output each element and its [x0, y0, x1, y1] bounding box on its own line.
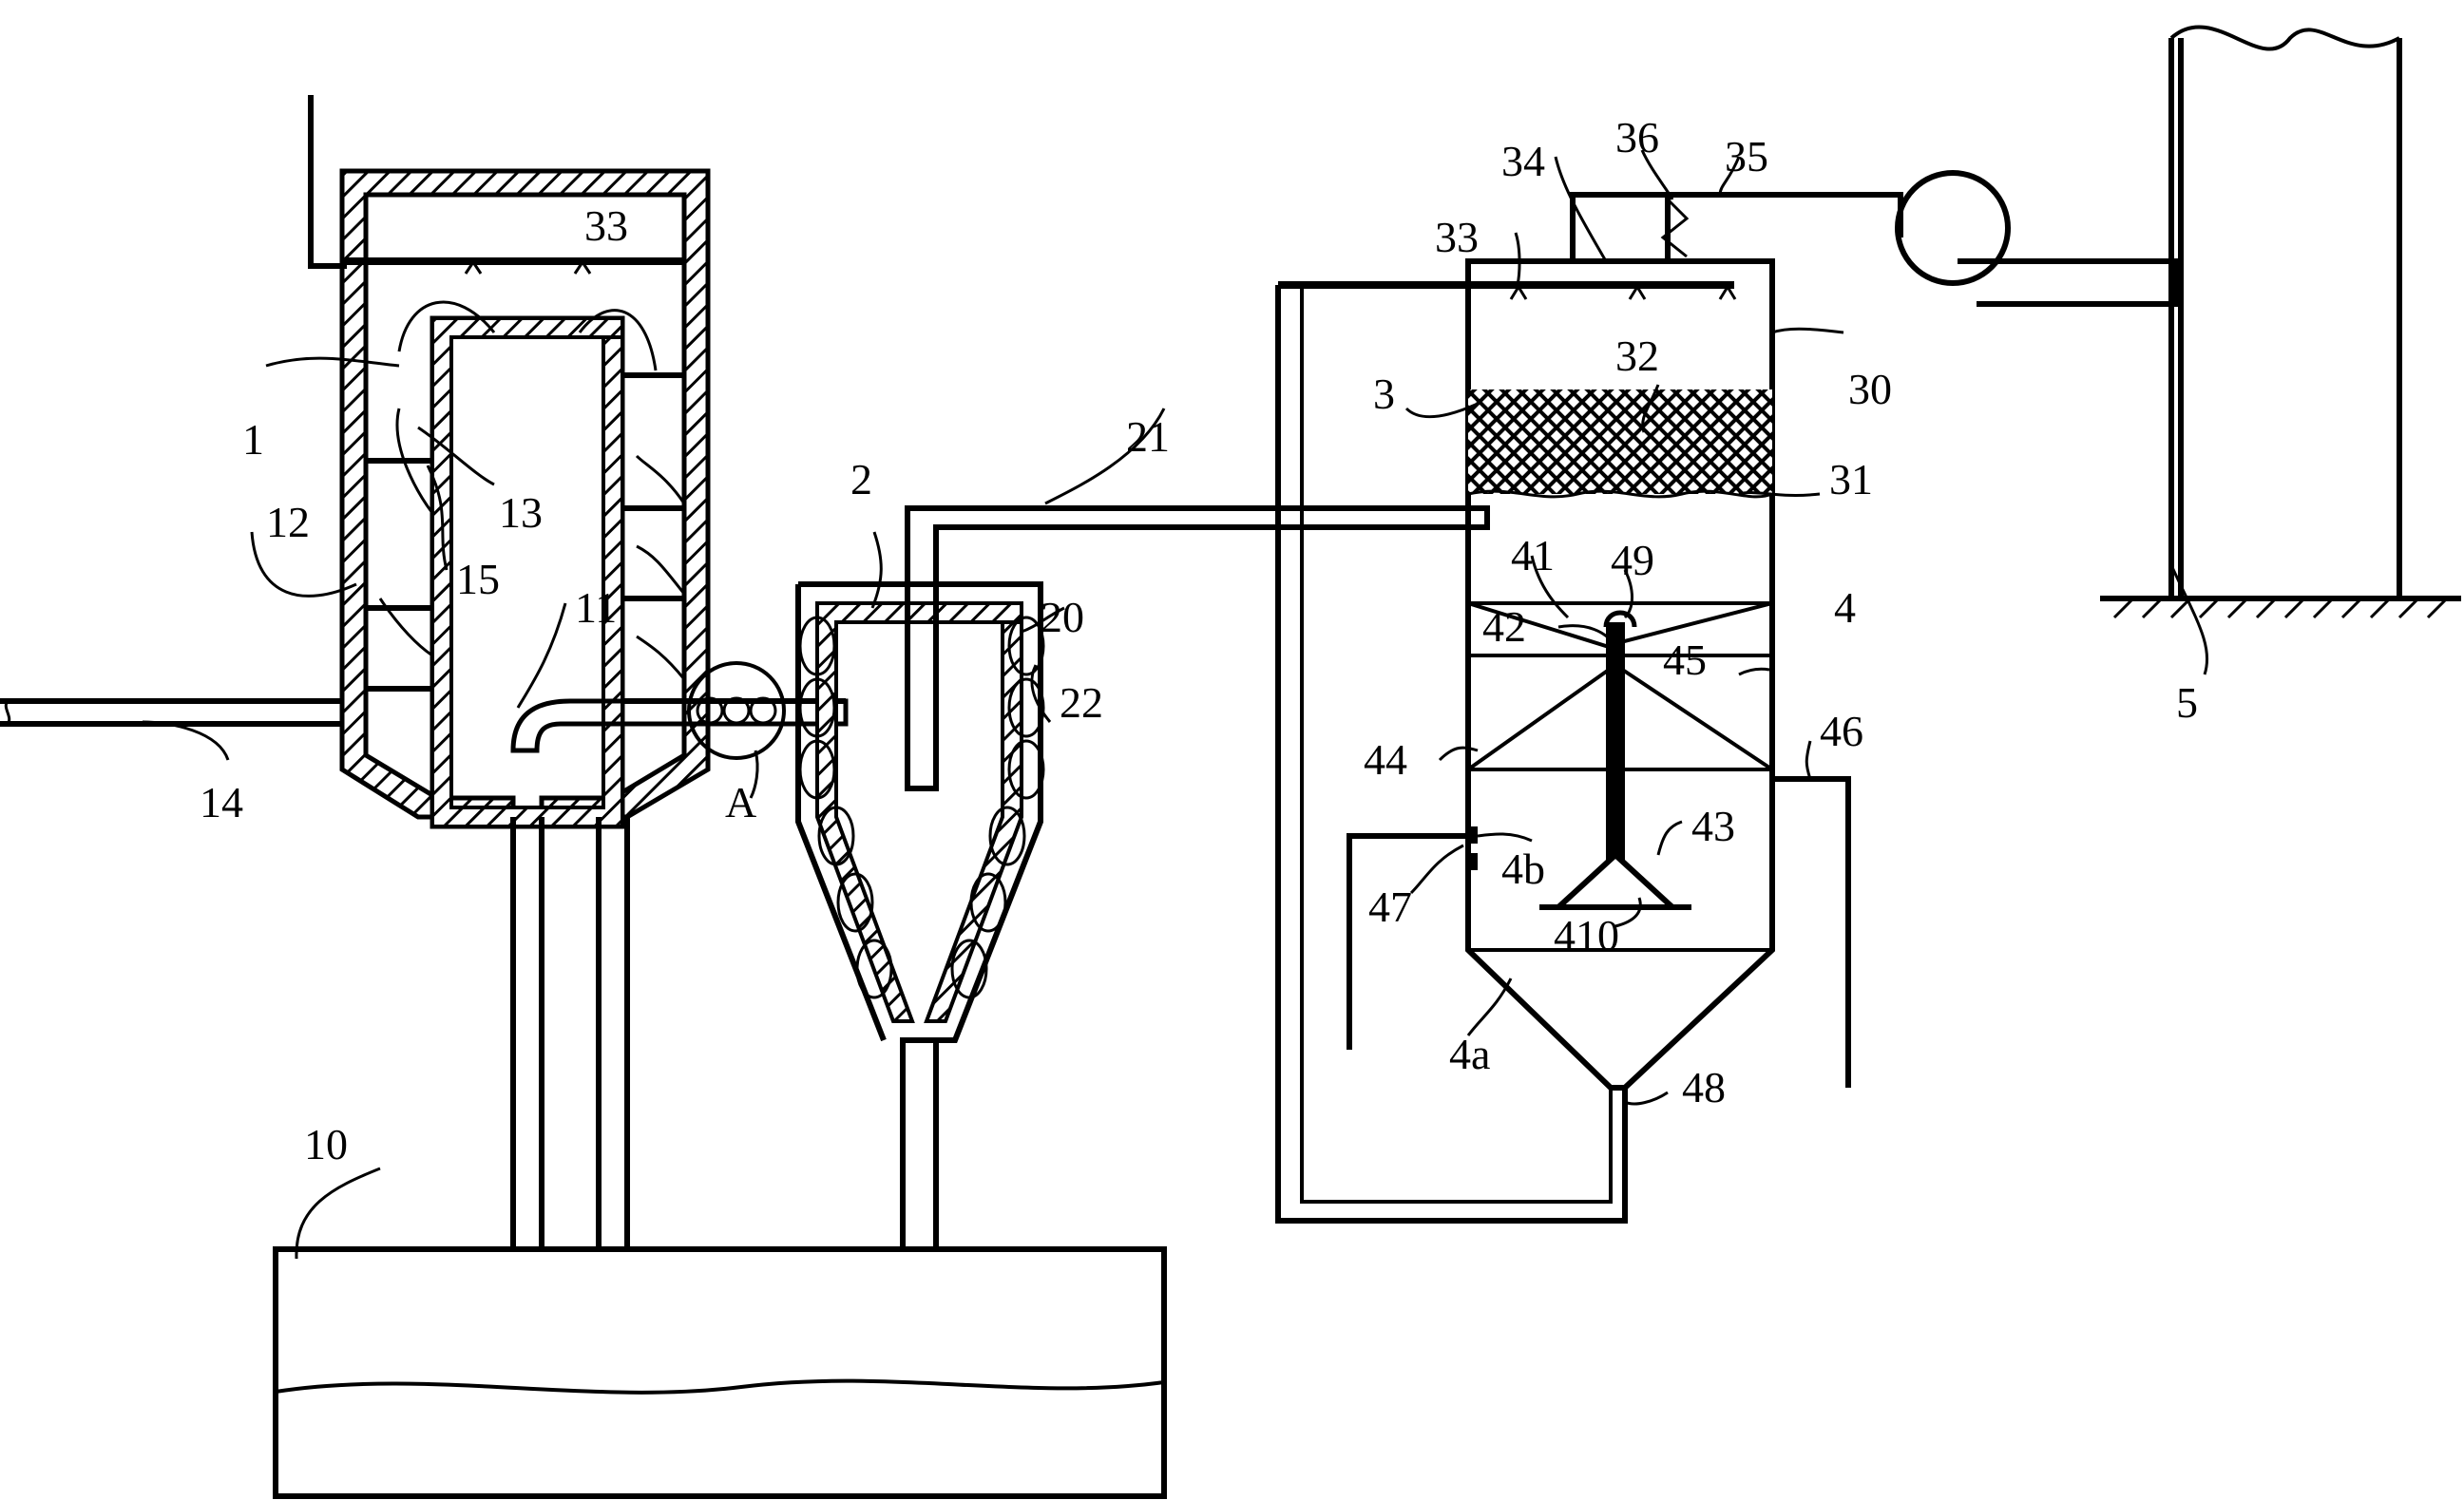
stack-5	[2100, 25, 2461, 619]
label-410: 410	[1554, 911, 1619, 959]
inlet-pipe-14	[0, 698, 342, 727]
label-22: 22	[1060, 678, 1103, 727]
label-34: 34	[1501, 137, 1545, 185]
label-14: 14	[200, 778, 243, 826]
label-49: 49	[1611, 536, 1654, 584]
vessel-1-drain-pipes	[510, 817, 630, 1249]
label-4a: 4a	[1449, 1030, 1490, 1078]
label-5: 5	[2176, 678, 2198, 727]
pipe-47	[1347, 833, 1468, 1050]
fan-35	[1570, 170, 2179, 307]
label-4: 4	[1834, 583, 1856, 632]
label-47: 47	[1368, 883, 1412, 931]
label-31: 31	[1829, 455, 1873, 503]
vessel-2	[795, 581, 1045, 1249]
vessel-1	[308, 95, 711, 829]
tower-3-4	[1278, 258, 1775, 1091]
label-41: 41	[1511, 531, 1555, 579]
leader-lines	[142, 149, 2209, 1260]
label-32: 32	[1615, 332, 1659, 380]
label-15: 15	[456, 555, 500, 603]
pipe-21	[905, 505, 1490, 584]
label-33-right: 33	[1435, 213, 1479, 261]
label-2: 2	[850, 455, 872, 503]
label-20: 20	[1041, 593, 1084, 641]
label-13: 13	[499, 488, 543, 537]
label-4b: 4b	[1501, 845, 1545, 893]
label-35: 35	[1725, 132, 1768, 180]
label-48: 48	[1682, 1063, 1726, 1111]
loop-pipe-48	[1275, 285, 1628, 1224]
tank-10	[273, 1246, 1167, 1499]
label-A: A	[725, 778, 756, 826]
label-1: 1	[242, 415, 264, 464]
label-12: 12	[266, 498, 310, 546]
label-42: 42	[1482, 602, 1526, 651]
label-10: 10	[304, 1120, 348, 1168]
label-36: 36	[1615, 113, 1659, 161]
label-33-left: 33	[584, 201, 628, 250]
connector-A	[687, 661, 786, 760]
pipe-46	[1772, 776, 1851, 1088]
label-21: 21	[1126, 412, 1170, 461]
label-44: 44	[1364, 735, 1407, 784]
label-43: 43	[1691, 802, 1735, 850]
label-46: 46	[1820, 707, 1863, 755]
pipe-11	[510, 698, 849, 753]
label-45: 45	[1663, 636, 1707, 684]
part-labels: 1 12 13 15 11 14 33 10 2 20 21 22 A 3 30…	[200, 113, 2198, 1168]
label-11: 11	[575, 583, 617, 632]
label-30: 30	[1848, 365, 1892, 413]
label-3: 3	[1373, 370, 1395, 418]
